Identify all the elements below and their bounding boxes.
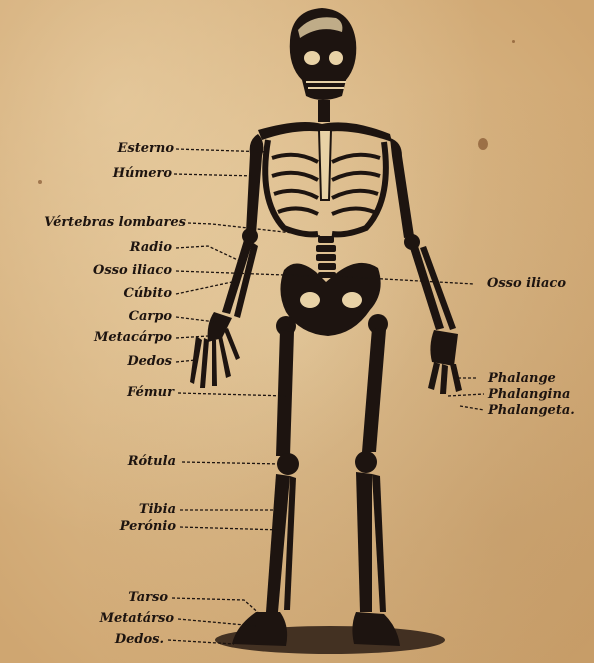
label-tarso: Tarso <box>128 590 168 605</box>
label-rotula: Rótula <box>128 454 176 469</box>
label-peronio: Perónio <box>120 519 176 534</box>
label-osso-iliaco-right: Osso iliaco <box>487 276 566 291</box>
label-cubito: Cúbito <box>123 286 172 301</box>
paper-stain <box>38 180 42 184</box>
spine <box>316 236 336 278</box>
left-leg <box>232 316 299 646</box>
label-metatarso: Metatárso <box>100 611 174 626</box>
label-humero: Húmero <box>113 166 172 181</box>
label-phalange: Phalange <box>488 371 556 386</box>
label-phalangeta: Phalangeta. <box>488 403 575 418</box>
label-dedos-mao: Dedos <box>127 354 172 369</box>
label-metacarpo: Metacárpo <box>94 330 172 345</box>
skull <box>290 8 357 100</box>
label-femur: Fémur <box>127 385 174 400</box>
leader-lines <box>168 149 484 644</box>
label-dedos-pe: Dedos. <box>115 632 164 647</box>
label-phalangina: Phalangina <box>488 387 570 402</box>
right-arm <box>390 138 462 394</box>
paper-stain <box>478 138 488 150</box>
label-esterno: Esterno <box>118 141 174 156</box>
label-vertebras-lombares: Vértebras lombares <box>44 215 186 230</box>
label-radio: Radio <box>130 240 172 255</box>
right-leg <box>352 314 400 646</box>
label-carpo: Carpo <box>129 309 172 324</box>
label-osso-iliaco-left: Osso iliaco <box>93 263 172 278</box>
label-tibia: Tibia <box>139 502 176 517</box>
paper-stain <box>512 40 515 43</box>
left-arm <box>190 134 263 388</box>
